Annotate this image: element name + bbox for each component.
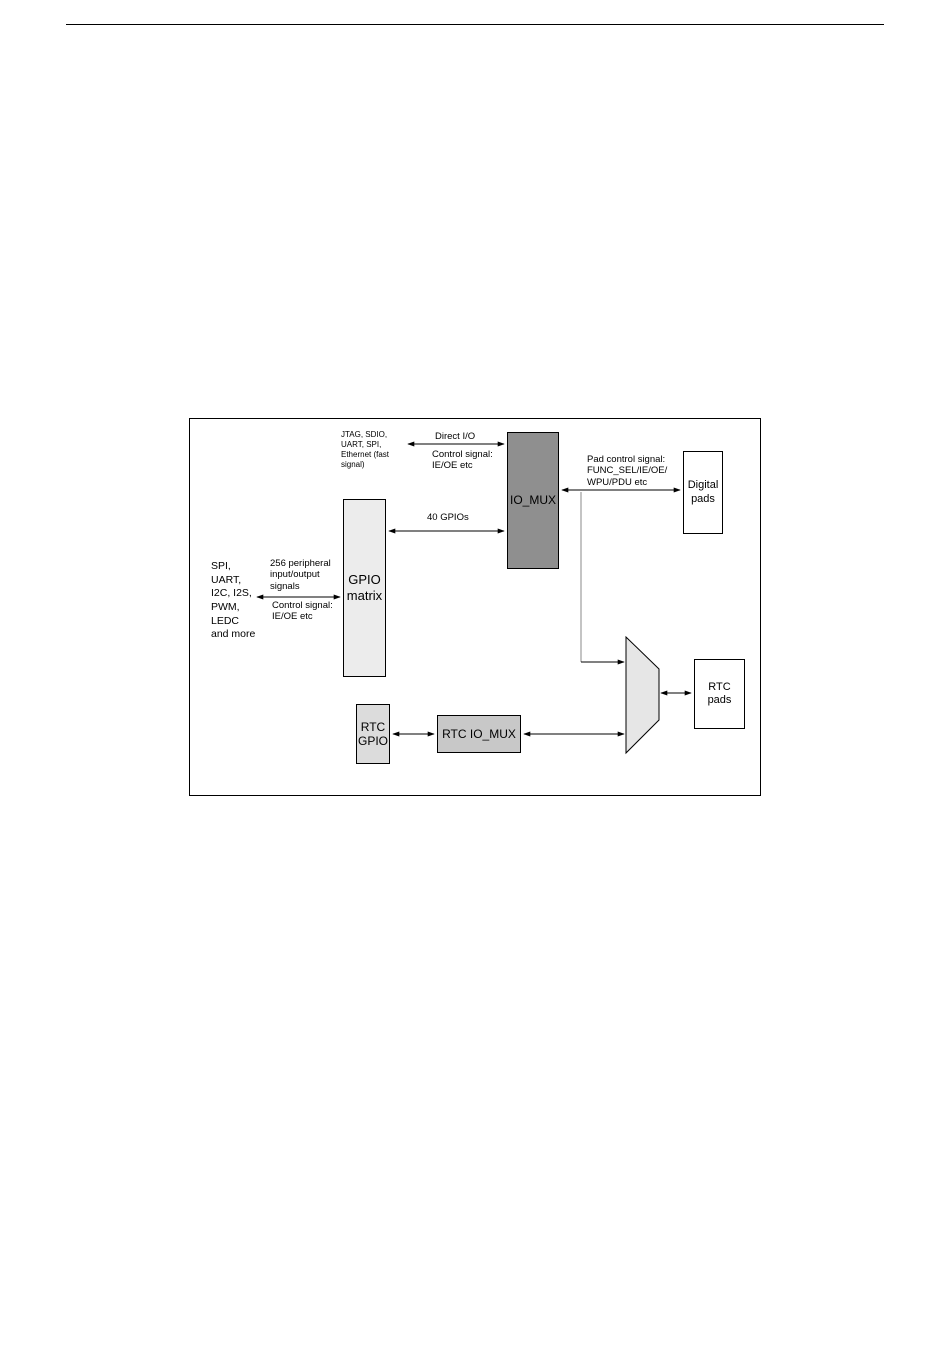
io-mux-block: IO_MUX [507,432,559,569]
rtc-io-mux-label: RTC IO_MUX [442,726,516,741]
direct-io-label: Direct I/O [435,431,476,442]
rtc-pads-block: RTC pads [694,659,745,729]
digital-pads-block: Digital pads [683,451,723,534]
gpios-40-label: 40 GPIOs [427,512,469,523]
gpio-matrix-label: GPIO matrix [346,572,383,603]
rtc-pads-label: RTC pads [707,680,732,706]
rtc-mux-shape [625,635,660,755]
rtc-io-mux-block: RTC IO_MUX [437,715,521,753]
rtc-gpio-label: RTC GPIO [357,719,388,748]
direct-control-signal-label: Control signal: IE/OE etc [432,449,493,472]
io-mux-label: IO_MUX [509,493,556,508]
peripheral-control-signal-label: Control signal: IE/OE etc [272,600,333,623]
digital-pads-label: Digital pads [687,479,719,505]
diagram-frame [189,418,761,796]
fast-peripherals-label: JTAG, SDIO, UART, SPI, Ethernet (fast si… [341,430,390,469]
header-rule [66,24,884,25]
peripheral-signals-label: 256 peripheral input/output signals [270,558,331,592]
peripherals-list-label: SPI, UART, I2C, I2S, PWM, LEDC and more [211,560,256,641]
gpio-matrix-block: GPIO matrix [343,499,386,677]
pad-control-signal-label: Pad control signal: FUNC_SEL/IE/OE/ WPU/… [587,454,668,488]
rtc-gpio-block: RTC GPIO [356,704,390,764]
